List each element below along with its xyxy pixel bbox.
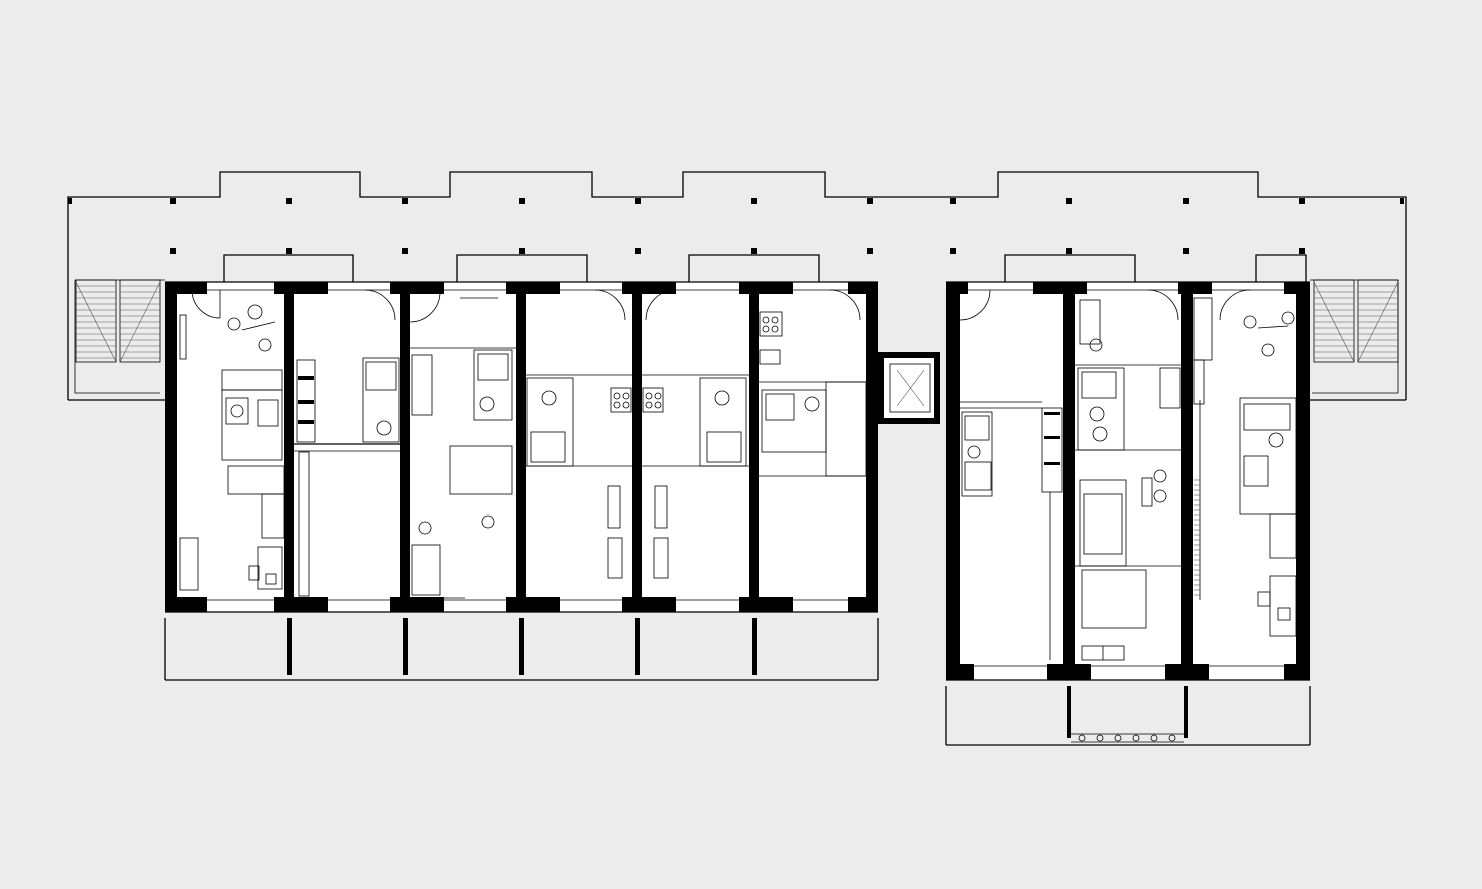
stair-left	[75, 279, 161, 363]
wall-foot	[946, 664, 974, 680]
wall-foot	[622, 597, 676, 612]
column-post	[286, 248, 292, 254]
balcony-chair	[1078, 734, 1086, 742]
column-post	[867, 198, 873, 204]
wall-foot	[390, 597, 444, 612]
column-post	[1066, 198, 1072, 204]
column-post	[751, 198, 757, 204]
column-post	[950, 198, 956, 204]
unit-1-furniture	[179, 289, 285, 591]
column-post	[1183, 198, 1189, 204]
wall-head	[274, 282, 328, 294]
column-post	[402, 248, 408, 254]
column-post	[519, 248, 525, 254]
wall-foot	[848, 597, 878, 612]
column-post	[950, 248, 956, 254]
wall-head	[1284, 282, 1310, 294]
column-post	[1299, 198, 1305, 204]
unit-4-furniture	[526, 289, 632, 579]
wall-head	[1178, 282, 1212, 294]
column-post	[635, 198, 641, 204]
elevator-core	[878, 352, 940, 424]
wall-head	[739, 282, 793, 294]
column-post	[519, 198, 525, 204]
balcony-chair	[1150, 734, 1158, 742]
wall-foot	[1165, 664, 1209, 680]
column-post	[170, 248, 176, 254]
unit-3-furniture	[409, 291, 516, 599]
unit-5-furniture	[642, 289, 749, 579]
column-post	[1400, 198, 1404, 204]
column-post	[402, 198, 408, 204]
right-block	[945, 281, 1311, 746]
wall-head	[946, 282, 968, 294]
gallery-columns	[68, 198, 1404, 254]
unit-2-furniture	[294, 289, 400, 597]
column-post	[1183, 248, 1189, 254]
wall-foot	[506, 597, 560, 612]
column-post	[170, 198, 176, 204]
wall-head	[165, 282, 207, 294]
wall-head	[848, 282, 878, 294]
balcony-chair	[1114, 734, 1122, 742]
wall-foot	[274, 597, 328, 612]
right-unit-a-furniture	[959, 289, 1063, 660]
column-post	[1066, 248, 1072, 254]
wall-foot	[1047, 664, 1091, 680]
column-post	[635, 248, 641, 254]
wall-head	[1033, 282, 1087, 294]
left-block	[164, 281, 879, 681]
wall-foot	[739, 597, 793, 612]
right-unit-b-furniture	[1075, 289, 1181, 661]
column-post	[286, 198, 292, 204]
stair-right	[1313, 279, 1399, 363]
wall-head	[506, 282, 560, 294]
column-post	[751, 248, 757, 254]
balcony-chair	[1168, 734, 1176, 742]
column-post	[1299, 248, 1305, 254]
balcony-chair	[1132, 734, 1140, 742]
balcony-chair	[1096, 734, 1104, 742]
column-post	[68, 198, 72, 204]
column-post	[867, 248, 873, 254]
right-unit-c-furniture	[1193, 289, 1297, 637]
wall-foot	[1284, 664, 1310, 680]
unit-6-furniture	[759, 289, 867, 477]
wall-head	[390, 282, 444, 294]
wall-head	[622, 282, 676, 294]
wall-foot	[165, 597, 207, 612]
